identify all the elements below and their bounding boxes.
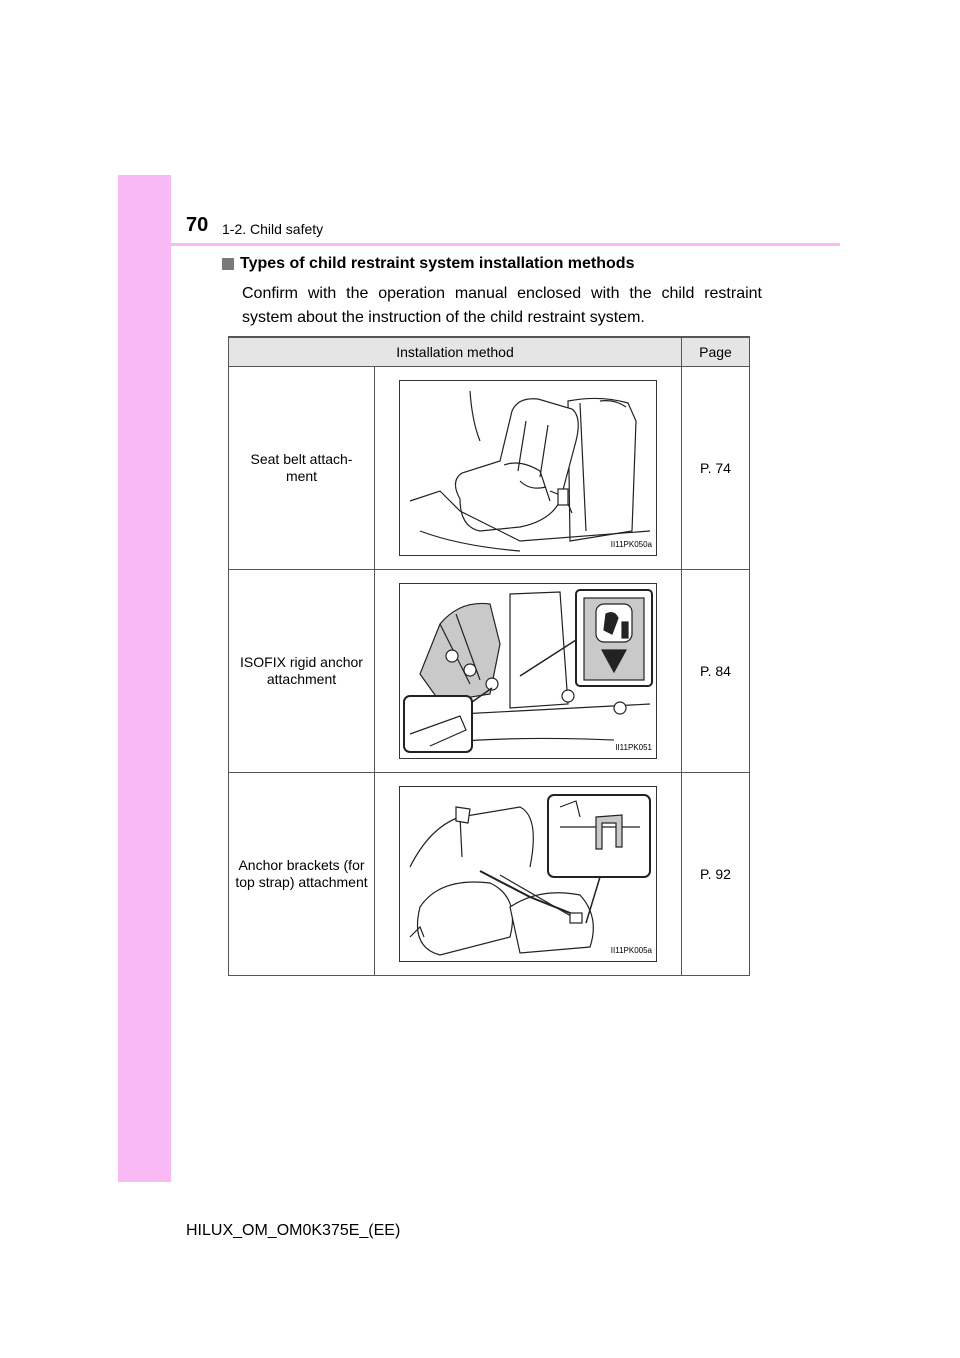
table-row: Seat belt attach- ment [228,366,750,570]
intro-paragraph: Confirm with the operation manual enclos… [242,285,762,326]
header-page: Page [681,336,750,367]
page-cell: P. 74 [681,366,750,570]
illustration-code: II11PK005a [609,942,653,959]
method-label: Seat belt attach- ment [250,451,353,484]
table-header-row: Installation method Page [228,336,750,367]
page-cell: P. 92 [681,772,750,976]
illustration-code: II11PK051 [614,739,653,756]
page-cell: P. 84 [681,569,750,773]
method-cell: ISOFIX rigid anchor attachment [228,569,375,773]
page-number: 70 [186,214,209,236]
method-cell: Seat belt attach- ment [228,366,375,570]
illustration-cell: II11PK050a [374,366,682,570]
heading: Types of child restraint system installa… [222,255,634,273]
side-band [118,175,171,1182]
illustration-cell: II11PK005a [374,772,682,976]
illustration-code: II11PK050a [609,536,653,553]
installation-methods-table: Installation method Page Seat belt attac… [228,336,750,976]
seat-belt-illustration: II11PK050a [399,380,657,556]
heading-square-icon [222,258,234,270]
anchor-bracket-illustration: II11PK005a [399,786,657,962]
table-row: Anchor brackets (for top strap) attachme… [228,772,750,976]
table-row: ISOFIX rigid anchor attachment [228,569,750,773]
header-rule [118,243,840,246]
method-cell: Anchor brackets (for top strap) attachme… [228,772,375,976]
section-title: 1-2. Child safety [222,221,324,237]
footer-document-code: HILUX_OM_OM0K375E_(EE) [186,1222,401,1239]
illustration-cell: II11PK051 [374,569,682,773]
heading-text: Types of child restraint system installa… [240,255,635,272]
header-installation-method: Installation method [228,336,682,367]
isofix-illustration: II11PK051 [399,583,657,759]
